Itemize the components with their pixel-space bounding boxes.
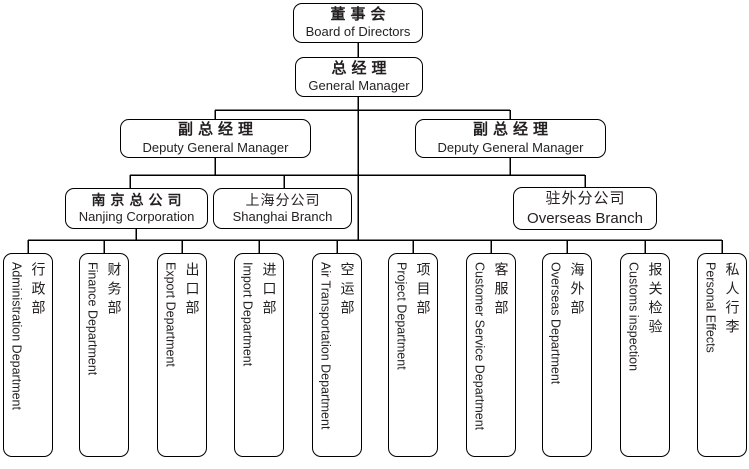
dept-customs-inspection-zh: 报关检验	[647, 262, 664, 338]
dept-export: 出口部 Export Department	[157, 253, 207, 457]
dept-finance-zh: 财务部	[106, 262, 123, 319]
board-label-zh: 董事会	[330, 5, 391, 23]
deputy-left-label-zh: 副总经理	[177, 121, 258, 139]
dept-overseas-zh: 海外部	[569, 262, 586, 319]
dept-overseas-en: Overseas Department	[548, 262, 563, 385]
node-board-of-directors: 董事会 Board of Directors	[293, 3, 423, 43]
dept-project-zh: 项目部	[415, 262, 432, 319]
node-overseas-branch: 驻外分公司 Overseas Branch	[513, 187, 657, 230]
dept-administration-en: Administration Department	[9, 262, 24, 410]
dept-export-en: Export Department	[163, 262, 178, 367]
dept-customer-service-en: Customer Service Department	[472, 262, 487, 431]
dept-administration-zh: 行政部	[30, 262, 47, 319]
dept-import: 进口部 Import Department	[234, 253, 284, 457]
dept-overseas: 海外部 Overseas Department	[542, 253, 592, 457]
dept-air-transportation-zh: 空运部	[339, 262, 356, 319]
dept-air-transportation-en: Air Transportation Department	[318, 262, 333, 430]
node-deputy-general-manager-right: 副总经理 Deputy General Manager	[415, 119, 606, 158]
dept-administration: 行政部 Administration Department	[3, 253, 53, 457]
overseas-label-en: Overseas Branch	[527, 209, 643, 227]
deputy-right-label-zh: 副总经理	[472, 121, 553, 139]
node-general-manager: 总经理 General Manager	[295, 57, 423, 97]
dept-personal-effects-zh: 私人行李	[724, 262, 741, 338]
node-shanghai-branch: 上海分公司 Shanghai Branch	[213, 188, 352, 229]
dept-customs-inspection-en: Customs inspection	[626, 262, 641, 372]
nanjing-label-en: Nanjing Corporation	[78, 209, 195, 225]
dept-project: 项目部 Project Department	[388, 253, 438, 457]
dept-export-zh: 出口部	[184, 262, 201, 319]
deputy-left-label-en: Deputy General Manager	[142, 139, 289, 155]
node-deputy-general-manager-left: 副总经理 Deputy General Manager	[120, 119, 311, 158]
gm-label-zh: 总经理	[331, 59, 392, 77]
shanghai-label-zh: 上海分公司	[245, 191, 321, 208]
dept-customer-service: 客服部 Customer Service Department	[466, 253, 516, 457]
node-nanjing-corporation: 南京总公司 Nanjing Corporation	[65, 188, 208, 229]
dept-project-en: Project Department	[394, 262, 409, 370]
dept-personal-effects: 私人行李 Personal Effects	[697, 253, 747, 457]
nanjing-label-zh: 南京总公司	[91, 191, 187, 208]
overseas-label-zh: 驻外分公司	[545, 190, 626, 207]
dept-import-en: Import Department	[240, 262, 255, 367]
shanghai-label-en: Shanghai Branch	[232, 209, 333, 225]
dept-finance-en: Finance Department	[85, 262, 100, 376]
dept-import-zh: 进口部	[261, 262, 278, 319]
board-label-en: Board of Directors	[305, 24, 411, 40]
dept-air-transportation: 空运部 Air Transportation Department	[312, 253, 362, 457]
dept-personal-effects-en: Personal Effects	[703, 262, 718, 353]
deputy-right-label-en: Deputy General Manager	[437, 139, 584, 155]
dept-customer-service-zh: 客服部	[493, 262, 510, 319]
dept-customs-inspection: 报关检验 Customs inspection	[620, 253, 670, 457]
gm-label-en: General Manager	[308, 78, 410, 94]
dept-finance: 财务部 Finance Department	[79, 253, 129, 457]
